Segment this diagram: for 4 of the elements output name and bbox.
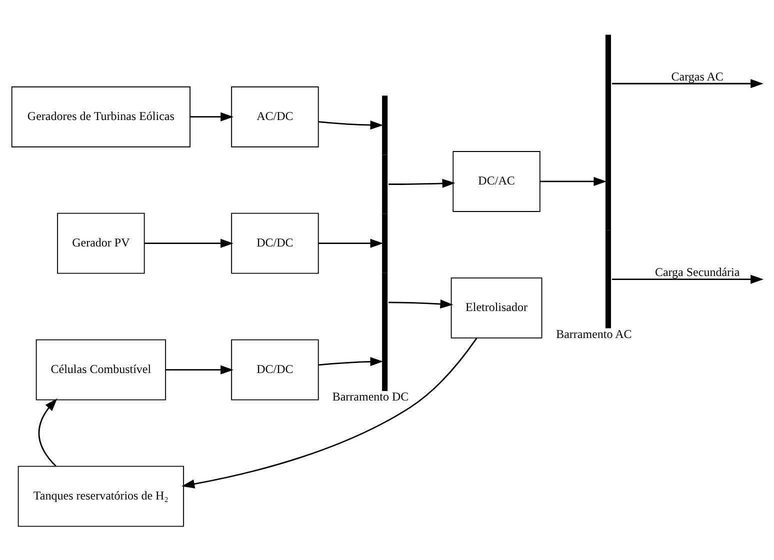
node-label: Barramento DC (332, 389, 409, 404)
edge-label: Carga Secundária (654, 264, 740, 279)
node-label: Barramento AC (556, 326, 632, 340)
edge-label: Cargas AC (671, 68, 724, 83)
